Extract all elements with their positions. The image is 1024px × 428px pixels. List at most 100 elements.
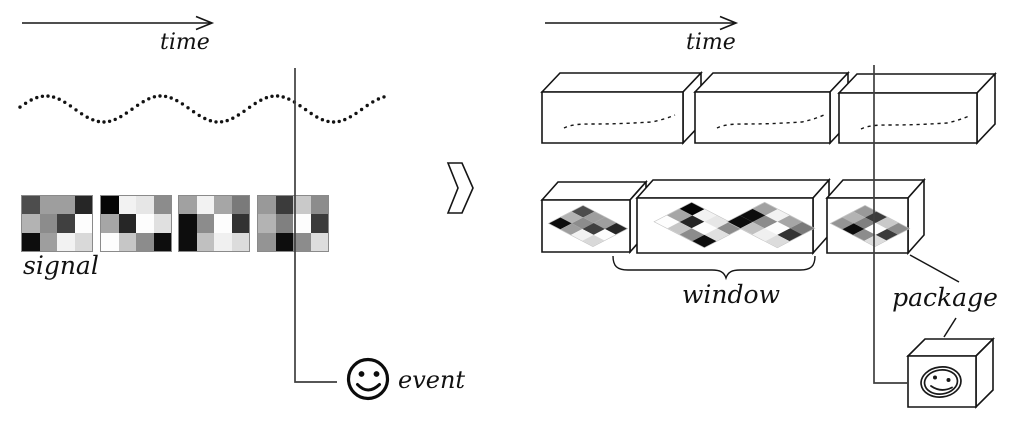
grid-cell — [293, 214, 311, 233]
wave-dot — [348, 115, 353, 119]
grid-cell — [136, 196, 154, 215]
grid-cell — [196, 232, 214, 251]
wave-dot — [326, 119, 330, 124]
package-smiley-icon — [920, 366, 962, 398]
grid-cell — [214, 232, 232, 251]
wave-dot — [365, 103, 369, 108]
window-brace — [612, 255, 816, 281]
signal-grid-4 — [257, 195, 329, 252]
timeline-box-1 — [540, 70, 703, 146]
wave-dot — [29, 98, 33, 102]
timeline-box-3 — [837, 71, 997, 146]
wave-dot — [141, 100, 145, 104]
grid-cell — [214, 214, 232, 233]
dashed-curve-2 — [716, 114, 825, 129]
grid-cell — [310, 232, 328, 251]
grid-cell — [179, 196, 197, 215]
wave-dot — [147, 97, 151, 101]
wave-dot — [315, 115, 319, 119]
grid-cell — [101, 196, 119, 215]
wave-dot — [113, 117, 117, 122]
wave-dot — [225, 118, 229, 123]
wave-dot — [214, 120, 218, 124]
grid-cell — [22, 214, 40, 233]
timeline-box-2 — [693, 70, 850, 146]
wave-dot — [320, 118, 325, 122]
wave-dot — [354, 111, 358, 116]
signal-grid-2 — [100, 195, 172, 252]
package-pointer-line-1 — [909, 254, 960, 283]
grid-cell — [57, 214, 75, 233]
grid-cell — [310, 196, 328, 215]
grid-cell — [214, 196, 232, 215]
wave-dot — [382, 95, 386, 99]
wave-dot — [79, 112, 84, 116]
time-arrow-right — [545, 15, 739, 31]
chevron-right-icon — [446, 162, 474, 214]
grid-cell — [57, 196, 75, 215]
wave-dot — [57, 97, 61, 101]
grid-cell — [258, 232, 276, 251]
grid-cell — [196, 196, 214, 215]
wave-dot — [359, 107, 364, 112]
wave-dot — [91, 118, 95, 122]
grid-cell — [231, 214, 249, 233]
wave-dot — [242, 109, 246, 114]
package-pointer-line-2 — [943, 317, 957, 338]
grid-cell — [74, 196, 92, 215]
grid-cell — [118, 214, 136, 233]
wave-dot — [40, 94, 45, 99]
grid-cell — [101, 214, 119, 233]
wave-dot — [107, 119, 112, 124]
signal-label: signal — [23, 251, 99, 280]
signal-grid-3 — [178, 195, 250, 252]
grid-cell — [22, 232, 40, 251]
wave-dot — [303, 107, 308, 112]
wave-dot — [371, 100, 375, 104]
wave-dot — [51, 95, 56, 99]
wave-dot — [197, 113, 201, 118]
grid-cell — [196, 214, 214, 233]
grid-cell — [74, 214, 92, 233]
package-label: package — [892, 283, 998, 312]
wave-dot — [180, 102, 185, 106]
wave-dot — [130, 107, 134, 111]
grid-cell — [39, 214, 57, 233]
wave-dot — [343, 117, 347, 122]
grid-cell — [153, 214, 171, 233]
grid-cell — [179, 232, 197, 251]
time-arrow-left — [22, 15, 215, 31]
grid-cell — [293, 196, 311, 215]
grid-cell — [136, 214, 154, 233]
wave-dot — [281, 95, 285, 99]
wave-dot — [175, 98, 179, 103]
grid-cell — [179, 214, 197, 233]
wave-dot — [46, 94, 50, 98]
wave-dot — [158, 94, 162, 98]
wave-dot — [186, 106, 190, 110]
wave-dot — [135, 103, 140, 108]
wave-dot — [85, 115, 89, 119]
event-label: event — [398, 366, 466, 394]
wave-dot — [231, 116, 235, 120]
wave-dot — [270, 94, 274, 99]
grid-cell — [74, 232, 92, 251]
wave-dot — [292, 100, 297, 104]
grid-cell — [39, 196, 57, 215]
grid-cell — [118, 196, 136, 215]
wave-dot — [18, 105, 22, 109]
grid-cell — [275, 232, 293, 251]
grid-cell — [153, 232, 171, 251]
wave-dot — [191, 110, 196, 114]
wave-dot — [102, 120, 106, 124]
wave-dot — [376, 97, 381, 101]
wave-dot — [236, 113, 241, 117]
wave-dot — [259, 98, 263, 102]
grid-cell — [275, 196, 293, 215]
wave-dot — [208, 119, 213, 123]
dashed-curve-1 — [563, 114, 676, 129]
time-label-left: time — [160, 30, 210, 55]
wave-dot — [63, 100, 67, 105]
grid-cell — [22, 196, 40, 215]
